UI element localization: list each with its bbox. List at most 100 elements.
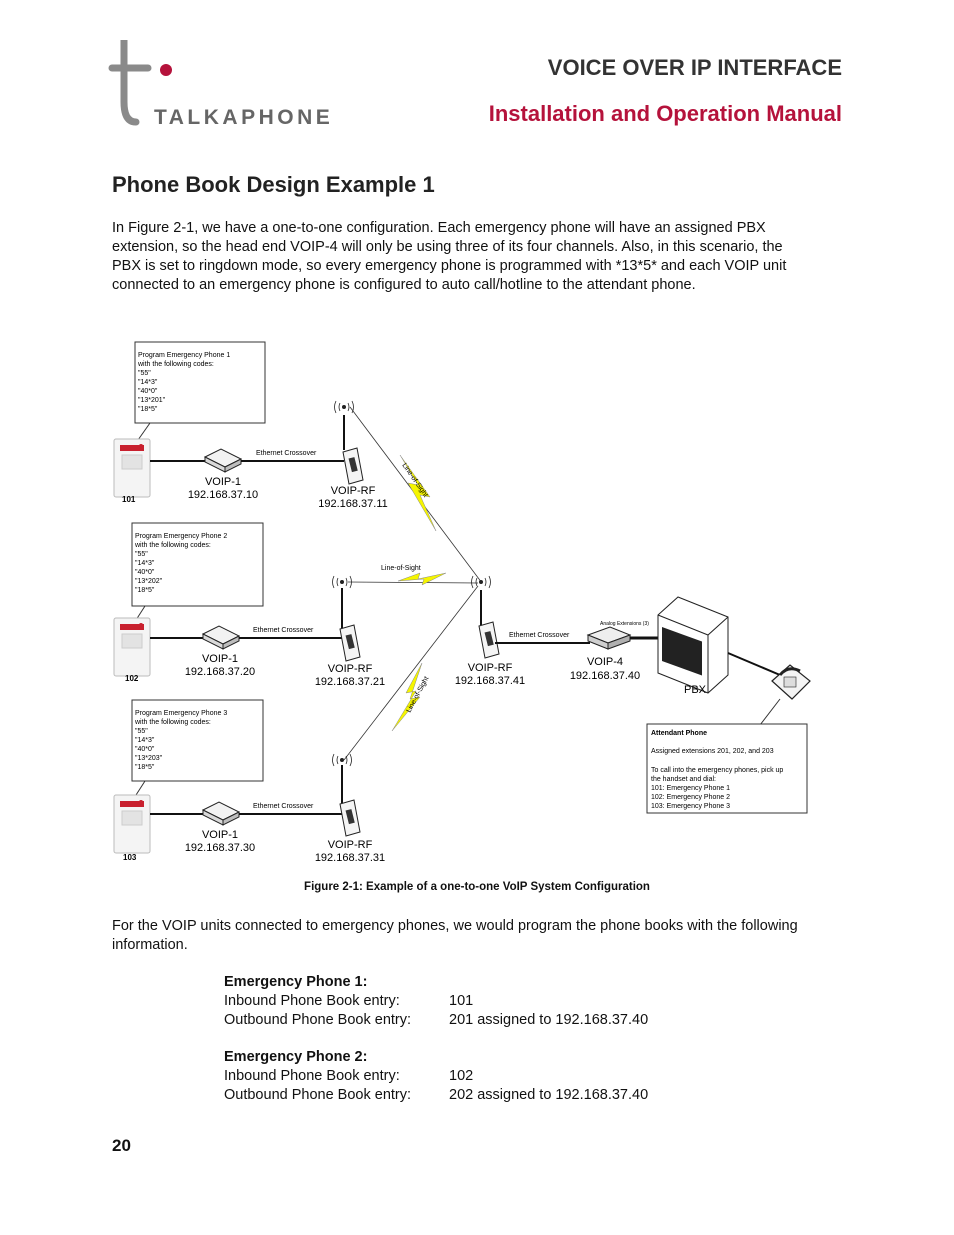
svg-text:"40*0": "40*0" — [138, 388, 158, 395]
svg-text:101: 101 — [122, 495, 136, 504]
analog-extensions-label: Analog Extensions (3) — [600, 621, 649, 627]
logo-wordmark: TALKAPHONE — [154, 106, 333, 129]
headend-rf-ip: 192.168.37.41 — [455, 675, 525, 687]
voip-ip: 192.168.37.30 — [185, 842, 255, 854]
outbound-label: Outbound Phone Book entry: — [224, 1012, 412, 1028]
svg-text:"13*202": "13*202" — [135, 578, 163, 585]
link-label: Ethernet Crossover — [253, 803, 314, 810]
svg-text:the handset and dial:: the handset and dial: — [651, 776, 716, 783]
svg-text:Line-of-Sight: Line-of-Sight — [406, 676, 431, 714]
svg-text:"55": "55" — [135, 551, 148, 558]
voip-label: VOIP-1 — [202, 829, 238, 841]
figure-caption: Figure 2-1: Example of a one-to-one VoIP… — [304, 881, 650, 893]
svg-text:101: Emergency Phone 1: 101: Emergency Phone 1 — [651, 785, 730, 792]
svg-text:with the following codes:: with the following codes: — [134, 719, 211, 726]
svg-text:with the following codes:: with the following codes: — [134, 542, 211, 549]
outbound-value: 202 assigned to 192.168.37.40 — [449, 1087, 649, 1103]
desk-phone-icon — [771, 664, 811, 700]
header-subtitle: Installation and Operation Manual — [488, 101, 842, 126]
svg-text:Assigned extensions 201, 202,: Assigned extensions 201, 202, and 203 — [651, 748, 774, 755]
headend-rf-label: VOIP-RF — [468, 662, 513, 674]
program-note-2: Program Emergency Phone 2 with the follo… — [131, 522, 264, 621]
svg-text:Program Emergency Phone 2: Program Emergency Phone 2 — [135, 533, 227, 540]
svg-text:"40*0": "40*0" — [135, 746, 155, 753]
svg-text:"40*0": "40*0" — [135, 569, 155, 576]
svg-text:"55": "55" — [138, 370, 151, 377]
voip-4-unit — [586, 626, 632, 650]
svg-text:Program Emergency Phone 3: Program Emergency Phone 3 — [135, 710, 227, 717]
headend-voip-rf-unit — [478, 621, 500, 659]
link-label: Ethernet Crossover — [509, 632, 570, 639]
svg-text:with the following codes:: with the following codes: — [137, 361, 214, 368]
svg-text:"13*201": "13*201" — [138, 397, 166, 404]
svg-text:"18*5": "18*5" — [135, 587, 155, 594]
body-paragraph: For the VOIP units connected to emergenc… — [112, 918, 798, 953]
svg-text:"18*5": "18*5" — [135, 764, 155, 771]
header-title: VOICE OVER IP INTERFACE — [547, 55, 842, 80]
voip-rf-unit — [339, 799, 361, 837]
attendant-note: Attendant Phone Assigned extensions 201,… — [646, 723, 808, 814]
svg-text:Attendant Phone: Attendant Phone — [651, 730, 707, 737]
inbound-value: 101 — [449, 993, 474, 1009]
rf-label: VOIP-RF — [331, 485, 376, 497]
svg-text:"14*3": "14*3" — [135, 560, 155, 567]
emergency-phone-103: 103 — [113, 794, 151, 862]
phonebook-title: Emergency Phone 1: — [224, 974, 368, 990]
pbx-server-icon — [657, 596, 729, 694]
antenna-waves-icon — [332, 753, 352, 767]
voip-label: VOIP-1 — [202, 653, 238, 665]
svg-text:103: Emergency Phone 3: 103: Emergency Phone 3 — [651, 803, 730, 810]
voip-rf-unit — [339, 624, 361, 662]
rf-ip: 192.168.37.31 — [315, 852, 385, 864]
svg-text:Line-of-Sight: Line-of-Sight — [381, 565, 421, 572]
phonebook-title: Emergency Phone 2: — [224, 1049, 368, 1065]
svg-text:102: Emergency Phone 2: 102: Emergency Phone 2 — [651, 794, 730, 801]
voip-rf-unit — [342, 447, 364, 485]
svg-text:"14*3": "14*3" — [135, 737, 155, 744]
pbx-label: PBX — [684, 684, 707, 696]
link-label: Ethernet Crossover — [253, 627, 314, 634]
antenna-waves-icon — [471, 575, 491, 589]
emergency-phone-102: 102 — [113, 617, 151, 683]
network-diagram: Program Emergency Phone 1 with the follo… — [113, 341, 811, 864]
page-number: 20 — [112, 1136, 131, 1155]
intro-paragraph: In Figure 2-1, we have a one-to-one conf… — [112, 220, 787, 293]
emergency-phone-101: 101 — [113, 438, 151, 504]
program-note-1: Program Emergency Phone 1 with the follo… — [134, 341, 266, 441]
voip-1-unit — [202, 625, 240, 650]
voip-1-unit — [202, 801, 240, 826]
link-label: Ethernet Crossover — [256, 450, 317, 457]
rf-ip: 192.168.37.11 — [318, 498, 388, 510]
svg-text:"14*3": "14*3" — [138, 379, 158, 386]
rf-ip: 192.168.37.21 — [315, 676, 385, 688]
svg-text:"55": "55" — [135, 728, 148, 735]
phonebook-block-1: Emergency Phone 1: Inbound Phone Book en… — [224, 973, 648, 1030]
svg-text:103: 103 — [123, 853, 137, 862]
line-of-sight-links: Line-of-Sight Line-of-Sight Line-of-Sigh… — [343, 406, 483, 761]
inbound-value: 102 — [449, 1068, 474, 1084]
inbound-label: Inbound Phone Book entry: — [224, 993, 400, 1009]
lightning-bolt-icon — [391, 662, 423, 732]
svg-text:"13*203": "13*203" — [135, 755, 163, 762]
inbound-label: Inbound Phone Book entry: — [224, 1068, 400, 1084]
section-title: Phone Book Design Example 1 — [112, 172, 435, 197]
voip-ip: 192.168.37.10 — [188, 489, 258, 501]
rf-label: VOIP-RF — [328, 839, 373, 851]
voip-4-ip: 192.168.37.40 — [570, 670, 640, 682]
svg-text:"18*5": "18*5" — [138, 406, 158, 413]
lightning-bolt-icon — [397, 572, 447, 586]
svg-text:102: 102 — [125, 674, 139, 683]
outbound-label: Outbound Phone Book entry: — [224, 1087, 412, 1103]
logo-dot — [160, 64, 172, 76]
svg-text:To call into the emergency pho: To call into the emergency phones, pick … — [651, 767, 783, 774]
svg-text:Program Emergency Phone 1: Program Emergency Phone 1 — [138, 352, 230, 359]
lightning-bolt-icon — [399, 454, 437, 532]
antenna-waves-icon — [334, 400, 354, 414]
talkaphone-logo: TALKAPHONE — [108, 40, 333, 129]
program-note-3: Program Emergency Phone 3 with the follo… — [131, 699, 264, 796]
voip-1-unit — [204, 448, 242, 473]
voip-label: VOIP-1 — [205, 476, 241, 488]
voip-4-label: VOIP-4 — [587, 656, 623, 668]
rf-label: VOIP-RF — [328, 663, 373, 675]
voip-ip: 192.168.37.20 — [185, 666, 255, 678]
